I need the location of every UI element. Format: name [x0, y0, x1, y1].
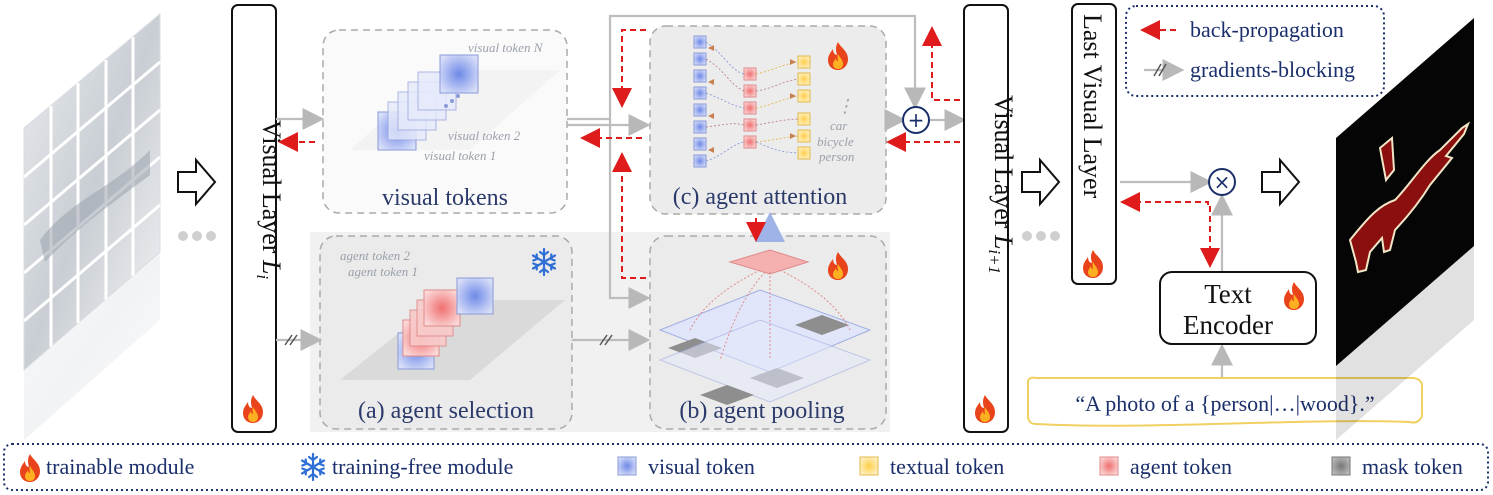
visual-layer-i: Visual Layer Li — [231, 4, 286, 433]
visual-layer-i1-prefix: Visual Layer — [989, 95, 1018, 235]
agent-selection-panel: agent token 2 agent token 1 (a) agent se… — [319, 235, 573, 430]
flow-arrow-3 — [1261, 157, 1301, 207]
agent-selection-caption: (a) agent selection — [358, 398, 534, 424]
bottom-legend: trainable module training-free module vi… — [3, 443, 1489, 491]
vertical-ellipsis: ⋮ — [836, 96, 854, 116]
agent-pooling-panel: (b) agent pooling — [649, 235, 887, 430]
visual-layer-i1-sub: i+1 — [985, 249, 1004, 274]
visual-token-stack — [377, 54, 479, 151]
visual-layer-i-sub: i — [253, 274, 272, 279]
visual-tokens-panel: visual token N visual token 2 visual tok… — [322, 29, 568, 214]
ellipsis-icon — [178, 231, 216, 241]
legend-training-free: training-free module — [332, 454, 513, 479]
add-symbol: + — [908, 108, 925, 132]
legend-textual-token: textual token — [890, 454, 1004, 479]
visual-token-n-label: visual token N — [468, 40, 544, 55]
agent-token-2-label: agent token 2 — [340, 248, 411, 263]
text-label-car: car — [830, 118, 848, 133]
visual-tokens-caption: visual tokens — [382, 185, 508, 211]
legend-visual-token: visual token — [648, 454, 755, 479]
text-encoder-line1: Text — [1204, 279, 1252, 309]
visual-layer-i1: Visual Layer Li+1 — [963, 4, 1018, 433]
legend-visual-swatch — [617, 456, 637, 476]
legend-agent-token: agent token — [1130, 454, 1232, 479]
forward-connectors — [276, 14, 1233, 378]
agent-attention-panel: ⋮ car bicycle person (c) agent attention — [649, 25, 887, 215]
text-label-bicycle: bicycle — [817, 134, 854, 149]
flow-arrow-2 — [1021, 157, 1061, 207]
svg-text:Visual Layer Li: Visual Layer Li — [253, 120, 286, 279]
last-visual-layer: Last Visual Layer — [1071, 3, 1117, 285]
text-prompt: “A photo of a {person|…|wood}.” — [1027, 376, 1423, 427]
add-operator: + — [902, 106, 930, 134]
visual-layer-i-symbol: L — [257, 259, 286, 274]
agent-token-1-label: agent token 1 — [348, 264, 418, 279]
multiply-symbol: × — [1214, 170, 1231, 194]
textual-token-column — [797, 55, 811, 160]
multiply-operator: × — [1208, 168, 1236, 196]
legend-mask-token: mask token — [1362, 454, 1463, 479]
agent-token-column — [743, 67, 757, 149]
gradient-block-marks — [284, 334, 613, 346]
backprop-arrows — [278, 26, 1220, 279]
backprop-legend-label: back-propagation — [1190, 17, 1344, 42]
agent-pooling-caption: (b) agent pooling — [679, 398, 844, 424]
arrow-legend: back-propagation gradients-blocking — [1125, 5, 1385, 97]
output-mask — [1336, 18, 1474, 440]
text-label-person: person — [818, 149, 854, 164]
visual-token-1-label: visual token 1 — [424, 148, 496, 163]
legend-trainable: trainable module — [46, 454, 194, 479]
text-encoder: Text Encoder — [1159, 271, 1317, 345]
visual-token-column — [693, 35, 707, 168]
prompt-text: “A photo of a {person|…|wood}.” — [1075, 391, 1374, 416]
legend-mask-swatch — [1331, 456, 1351, 476]
gradient-block-legend-label: gradients-blocking — [1190, 57, 1355, 82]
legend-agent-swatch — [1099, 456, 1119, 476]
visual-layer-i1-symbol: L — [989, 234, 1018, 249]
legend-textual-swatch — [859, 456, 879, 476]
agent-attention-caption: (c) agent attention — [673, 184, 848, 210]
last-visual-layer-label: Last Visual Layer — [1078, 14, 1107, 199]
flow-arrow-1 — [177, 157, 217, 207]
visual-layer-i-prefix: Visual Layer — [257, 120, 286, 260]
text-encoder-line2: Encoder — [1183, 310, 1273, 340]
ellipsis-icon — [1022, 231, 1060, 241]
input-image — [23, 12, 161, 440]
svg-text:Visual Layer Li+1: Visual Layer Li+1 — [985, 95, 1018, 274]
visual-token-2-label: visual token 2 — [448, 128, 521, 143]
